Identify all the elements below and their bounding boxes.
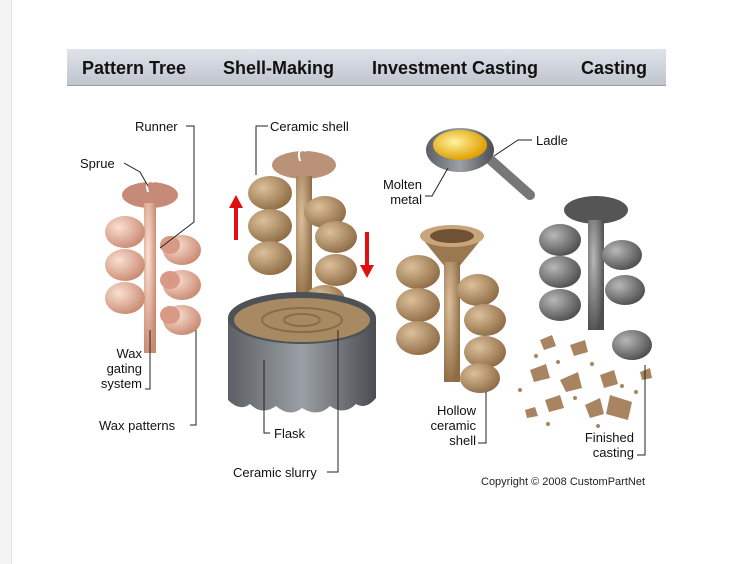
label-ceramic-shell: Ceramic shell [270,119,349,134]
label-finished-casting: Finished casting [584,430,634,460]
stage-investment-casting: Investment Casting [372,58,539,78]
label-hollow-ceramic-shell: Hollow ceramic shell [430,403,476,448]
leader-lines [123,125,646,473]
label-molten-metal: Molten metal [382,177,422,207]
broken-shell-debris [518,335,652,428]
stage-shell-making: Shell-Making [223,58,335,78]
metal-casting-tree [539,196,652,360]
stage-pattern-tree: Pattern Tree [82,58,187,78]
label-wax-patterns: Wax patterns [99,418,176,433]
wax-pattern-tree [105,180,201,353]
label-runner: Runner [135,119,178,134]
hollow-ceramic-shell [396,225,506,393]
ceramic-coated-tree [248,149,357,315]
stage-casting: Casting [581,58,648,78]
left-scroll-gutter [0,0,12,564]
label-sprue: Sprue [80,156,115,171]
stage-header-bar: Pattern Tree Shell-Making Investment Cas… [67,49,666,86]
label-ladle: Ladle [536,133,568,148]
copyright-notice: Copyright © 2008 CustomPartNet [481,476,646,488]
red-dipping-arrows [229,195,374,278]
label-ceramic-slurry: Ceramic slurry [233,465,317,480]
flask [228,292,376,413]
ladle [426,128,535,200]
label-flask: Flask [274,426,306,441]
label-wax-gating-system: Wax gating system [100,346,142,391]
